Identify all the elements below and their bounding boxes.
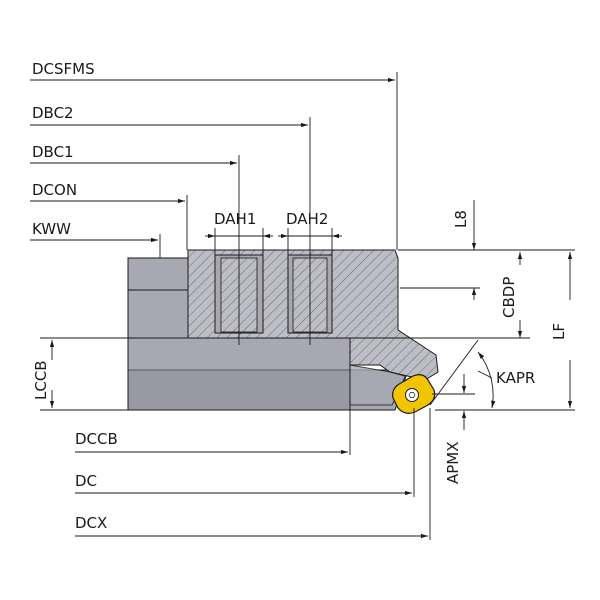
label-apmx: APMX xyxy=(444,441,462,484)
label-dcon: DCON xyxy=(32,181,77,199)
right-dimensions xyxy=(350,200,575,411)
body-upper-stub xyxy=(127,257,189,291)
label-dbc1: DBC1 xyxy=(32,143,74,161)
insert-screw-hex xyxy=(408,392,416,398)
dah-dimensions xyxy=(205,228,342,255)
cutter-body xyxy=(127,249,439,411)
label-kww: KWW xyxy=(32,220,71,238)
lccb-dimension xyxy=(40,337,190,411)
apmx-dimension xyxy=(432,374,475,430)
label-dcx: DCX xyxy=(75,514,107,532)
bottom-leaders xyxy=(75,370,431,540)
cutting-insert xyxy=(392,374,436,414)
insert-screw xyxy=(405,388,419,402)
label-cbdp: CBDP xyxy=(500,277,518,318)
label-dbc2: DBC2 xyxy=(32,104,74,122)
label-kapr: KAPR xyxy=(496,369,535,387)
top-leaders xyxy=(30,72,398,345)
label-l8: L8 xyxy=(452,210,470,228)
label-dah2: DAH2 xyxy=(286,210,328,228)
body-lower-strip xyxy=(127,369,351,411)
label-lccb: LCCB xyxy=(32,360,50,400)
label-lf: LF xyxy=(550,323,568,340)
label-dah1: DAH1 xyxy=(214,210,256,228)
label-dcsfms: DCSFMS xyxy=(32,60,95,78)
label-dc: DC xyxy=(75,472,97,490)
label-dccb: DCCB xyxy=(75,430,118,448)
kapr-dimension xyxy=(429,339,496,409)
